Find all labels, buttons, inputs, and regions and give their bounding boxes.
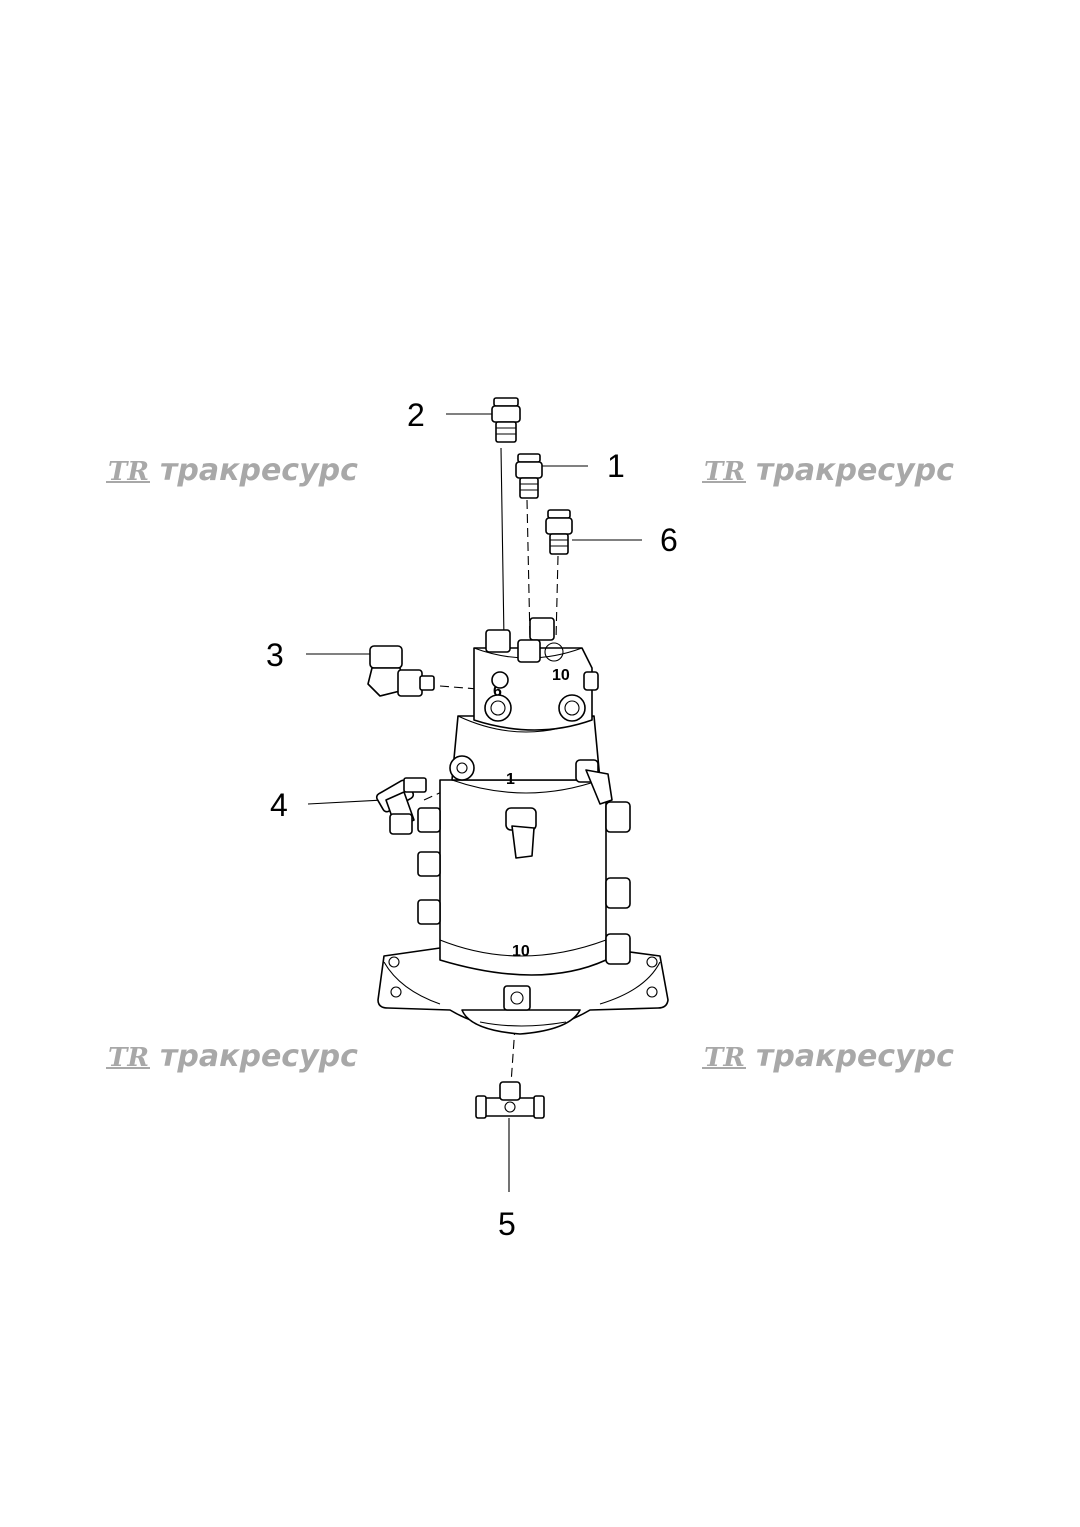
watermark-top-right: TR тракресурс bbox=[702, 453, 954, 488]
watermark-text: тракресурс bbox=[756, 1039, 954, 1074]
callout-5: 5 bbox=[498, 1206, 516, 1242]
watermark-bottom-left: TR тракресурс bbox=[106, 1039, 358, 1074]
watermark-text: тракресурс bbox=[160, 1039, 358, 1074]
watermark-text: тракресурс bbox=[160, 453, 358, 488]
callout-6: 6 bbox=[660, 522, 678, 558]
swivel-joint-body: 6 10 1 10 bbox=[377, 617, 669, 1035]
fitting-part-2 bbox=[491, 397, 521, 443]
fitting-part-6 bbox=[545, 509, 573, 555]
body-mark-right: 10 bbox=[552, 667, 570, 684]
body-mark-bottom: 10 bbox=[512, 943, 530, 960]
fitting-part-4-elbow bbox=[375, 777, 427, 835]
watermark-bottom-right: TR тракресурс bbox=[702, 1039, 954, 1074]
callout-2: 2 bbox=[407, 397, 425, 433]
callout-4: 4 bbox=[270, 787, 288, 823]
body-mark-left: 6 bbox=[493, 683, 502, 700]
watermark-text: тракресурс bbox=[756, 453, 954, 488]
leader-lines bbox=[306, 413, 642, 1192]
watermark-top-left: TR тракресурс bbox=[106, 453, 358, 488]
fitting-part-5-tee bbox=[475, 1081, 545, 1119]
fitting-part-1 bbox=[515, 453, 543, 499]
body-mark-middle: 1 bbox=[506, 771, 515, 788]
fitting-part-3-elbow bbox=[367, 645, 435, 697]
callout-3: 3 bbox=[266, 637, 284, 673]
callout-1: 1 bbox=[607, 448, 625, 484]
callout-labels: 2 1 6 3 4 5 bbox=[266, 397, 678, 1242]
